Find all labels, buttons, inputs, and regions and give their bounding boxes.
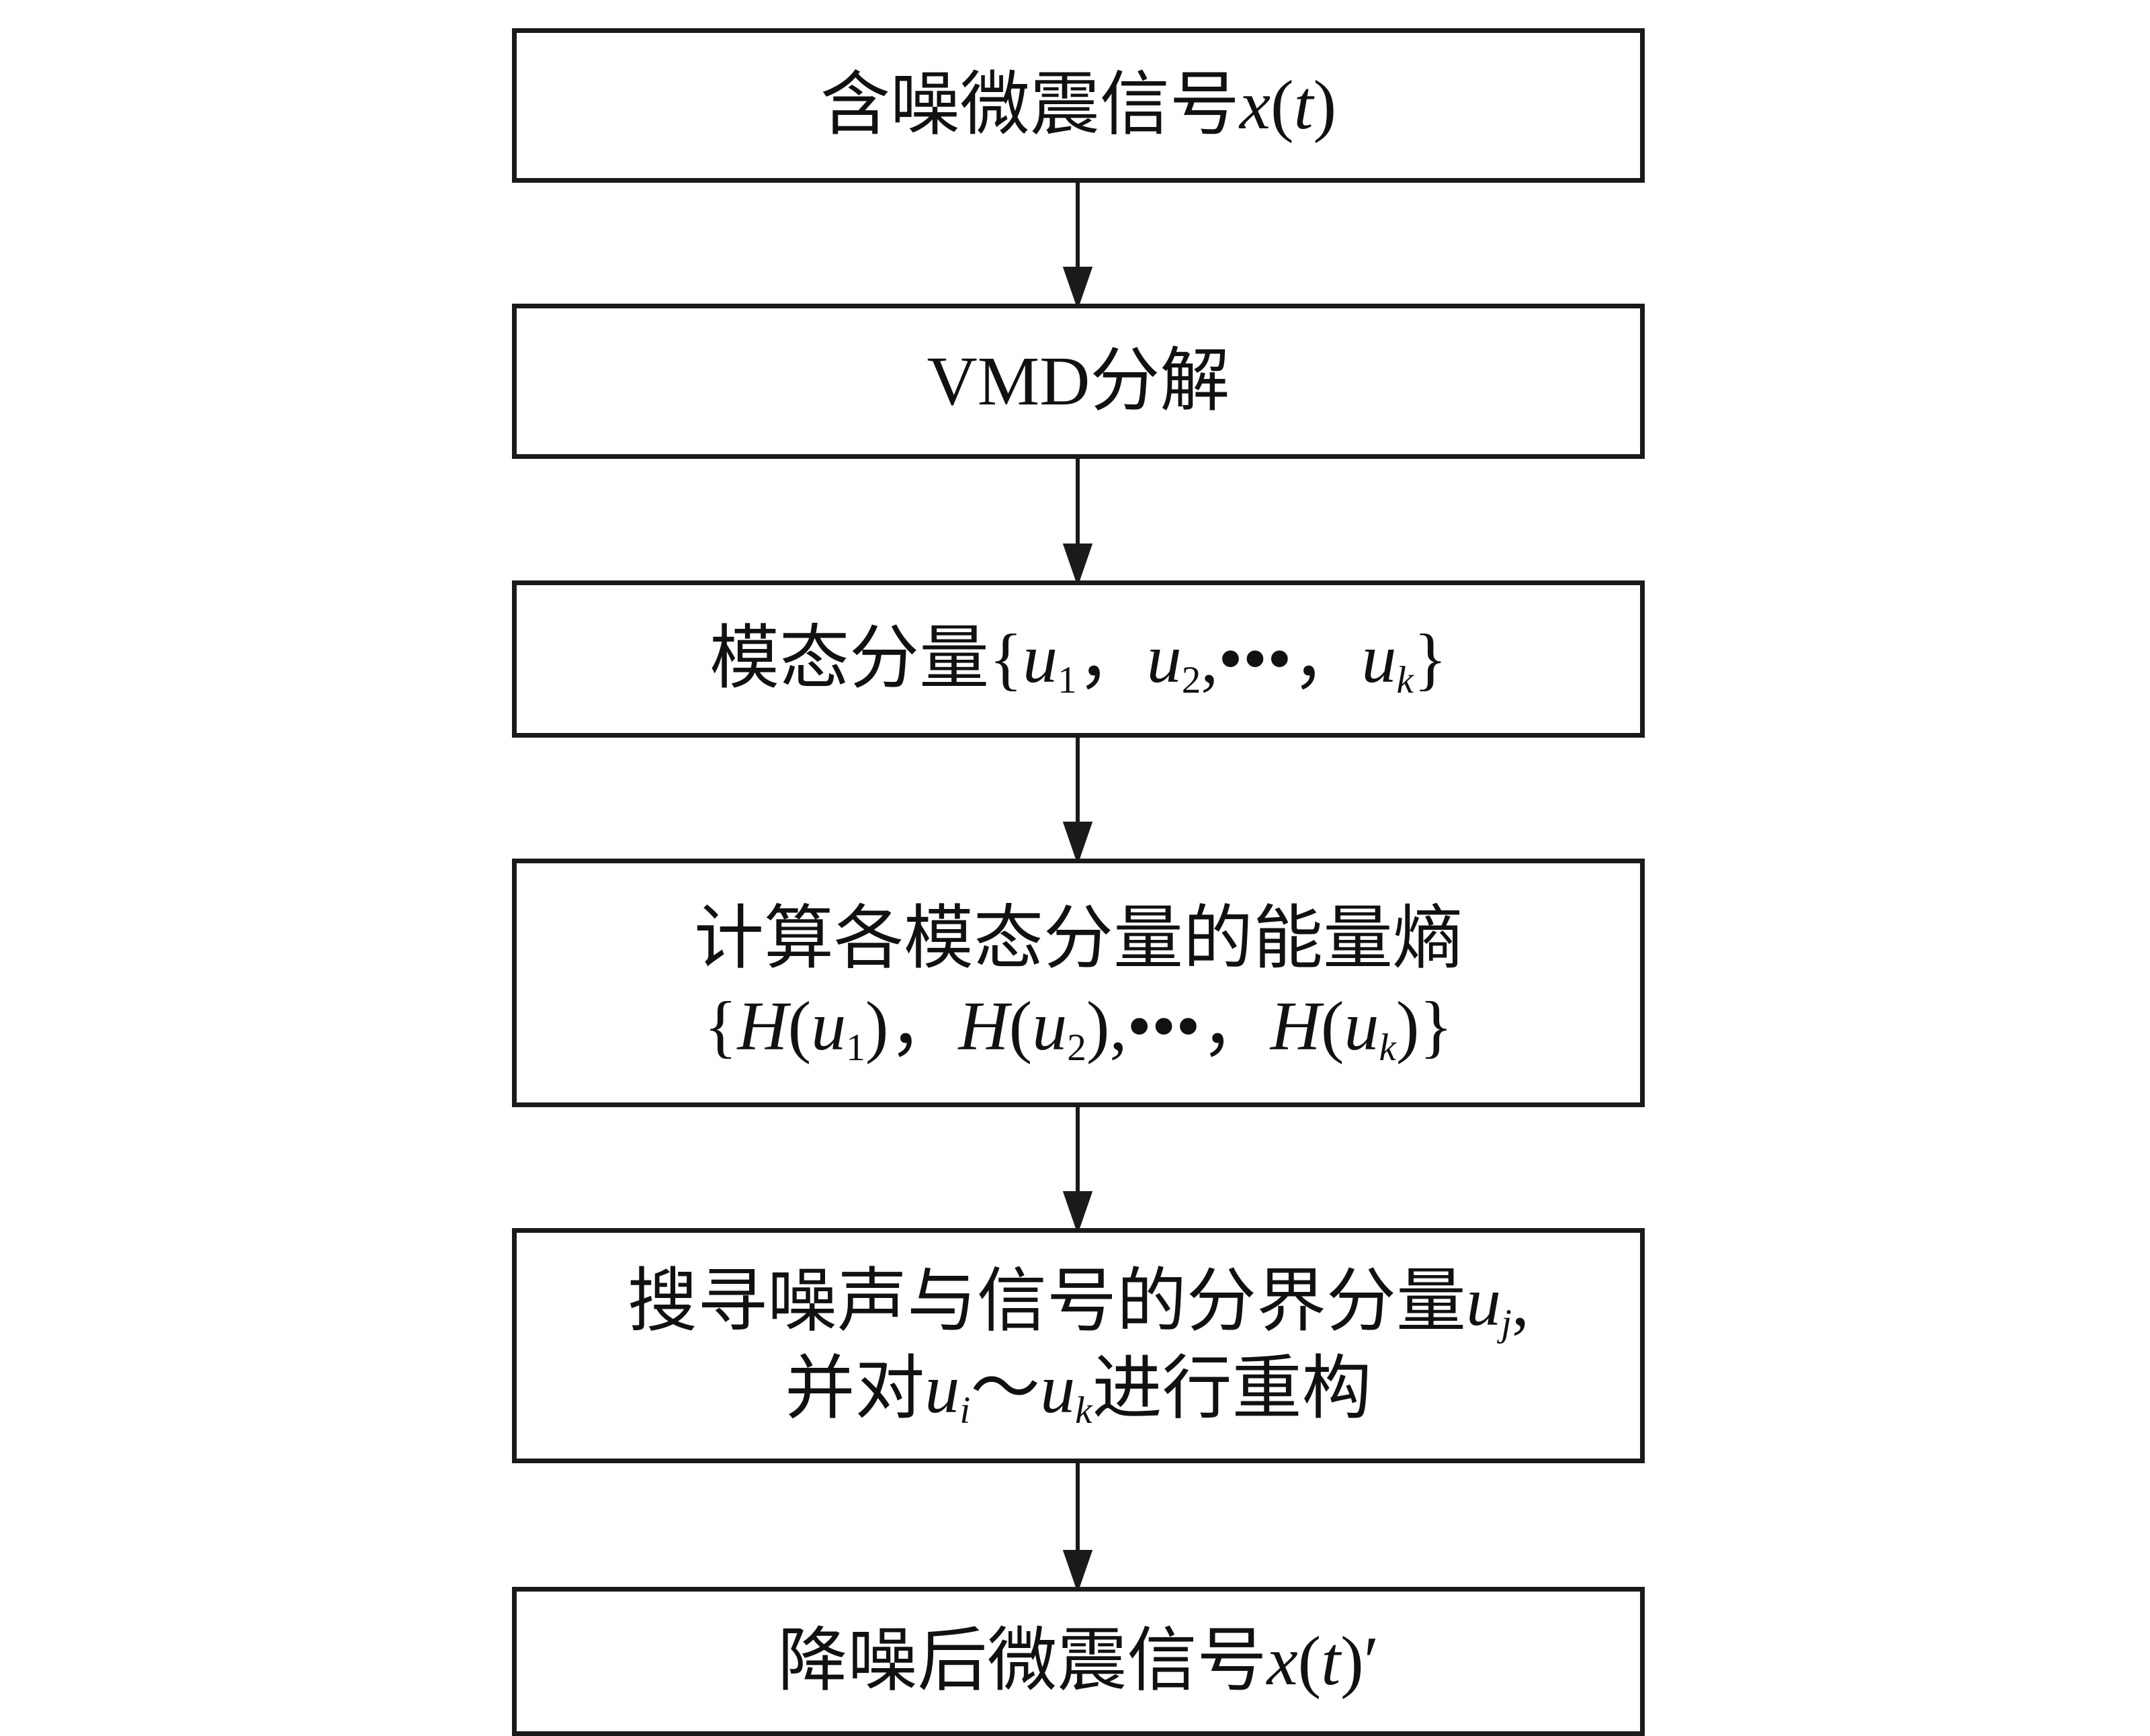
step-energy-entropy: 计算各模态分量的能量熵 {H(u1)，H(u2),•••，H(uk)} bbox=[512, 859, 1645, 1107]
step-noisy-signal: 含噪微震信号x(t) bbox=[512, 28, 1645, 183]
arrowhead-4 bbox=[1062, 1191, 1093, 1235]
arrowhead-5 bbox=[1062, 1550, 1093, 1594]
step-6-label: 降噪后微震信号x(t)′ bbox=[777, 1622, 1379, 1700]
step-vmd-decomposition: VMD分解 bbox=[512, 304, 1645, 459]
step-3-label: 模态分量{u1，u2,•••，uk} bbox=[710, 620, 1447, 702]
step-denoised-signal: 降噪后微震信号x(t)′ bbox=[512, 1587, 1645, 1736]
step-boundary-reconstruct: 搜寻噪声与信号的分界分量uj, 并对ui～uk进行重构 bbox=[512, 1228, 1645, 1463]
arrowhead-2 bbox=[1062, 544, 1093, 587]
arrowhead-1 bbox=[1062, 267, 1093, 310]
step-5-line-2: 并对ui～uk进行重构 bbox=[785, 1350, 1372, 1432]
step-4-line-2: {H(u1)，H(u2),•••，H(uk)} bbox=[703, 988, 1453, 1070]
step-4-line-1: 计算各模态分量的能量熵 bbox=[693, 900, 1463, 978]
arrowhead-3 bbox=[1062, 822, 1093, 865]
step-1-label: 含噪微震信号x(t) bbox=[820, 67, 1337, 144]
step-2-label: VMD分解 bbox=[927, 342, 1230, 420]
step-5-line-1: 搜寻噪声与信号的分界分量uj, bbox=[628, 1263, 1529, 1345]
step-modal-components: 模态分量{u1，u2,•••，uk} bbox=[512, 580, 1645, 738]
